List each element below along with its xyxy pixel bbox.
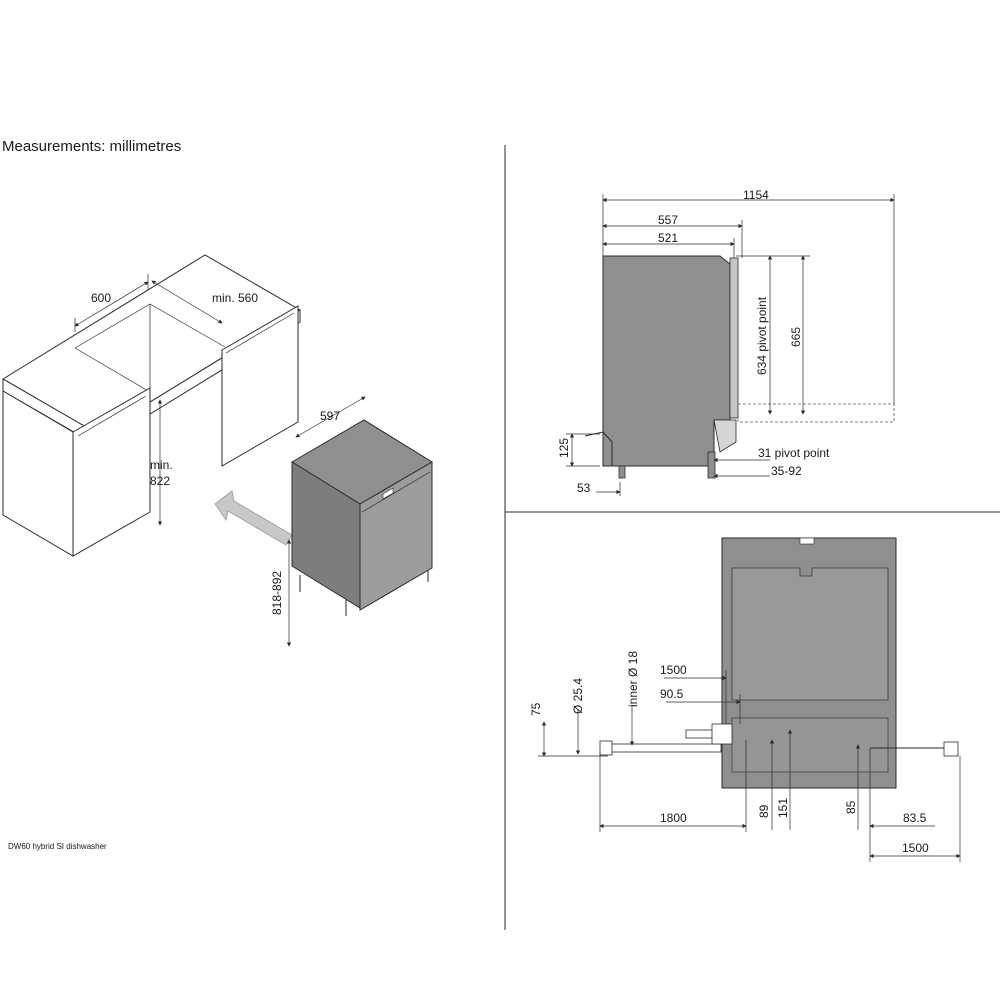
iso-dimensions [74, 274, 366, 647]
dim-offset-89: 89 [757, 804, 771, 818]
insert-arrow [214, 490, 293, 546]
dim-outer-diam: Ø 25.4 [571, 678, 585, 714]
hinge-bracket [713, 419, 737, 453]
dim-offset-151: 151 [776, 798, 790, 818]
rear-tub-outline [731, 567, 889, 701]
dim-pivot-634: 634 pivot point [755, 296, 769, 375]
dim-depth-557: 557 [658, 213, 678, 227]
left-cabinet [2, 387, 151, 557]
dim-height-665: 665 [789, 327, 803, 347]
dim-appliance-height: 818-892 [270, 571, 284, 615]
dim-appliance-depth: 597 [320, 409, 340, 423]
dim-height-75: 75 [529, 702, 543, 716]
side-feet [618, 451, 716, 479]
dim-cabinet-width: 600 [91, 291, 111, 305]
panel-dividers [504, 145, 1000, 930]
dim-offset-83-5: 83.5 [903, 811, 927, 825]
dim-offset-85: 85 [844, 800, 858, 814]
dim-cable-1500: 1500 [902, 841, 929, 855]
product-caption: DW60 hybrid SI dishwasher [8, 842, 107, 851]
dim-pivot-31: 31 pivot point [758, 446, 830, 460]
rear-view: 1500 90.5 inner Ø 18 Ø 25.4 75 1800 89 1… [529, 537, 961, 862]
side-dimensions [566, 194, 895, 496]
dim-total-depth: 1154 [743, 188, 769, 202]
isometric-view: 600 min. 560 min. 822 597 818-892 [2, 254, 433, 647]
rear-base-outline [731, 717, 889, 773]
dim-height-125: 125 [557, 438, 571, 458]
dim-range-35-92: 35-92 [771, 464, 802, 478]
drain-hose [599, 723, 733, 756]
side-view: 1154 557 521 634 pivot point 665 125 31 … [557, 188, 895, 496]
dim-inner-diam: inner Ø 18 [626, 651, 640, 707]
dim-cabinet-depth: min. 560 [212, 291, 258, 305]
dim-cabinet-height-line2: 822 [150, 474, 170, 488]
dim-hose-1800: 1800 [660, 811, 687, 825]
dim-cabinet-height-line1: min. [150, 458, 173, 472]
dishwasher-iso [291, 419, 433, 616]
dim-offset-90-5: 90.5 [660, 687, 684, 701]
dim-hose-1500-top: 1500 [660, 663, 687, 677]
door-open-dashed [737, 403, 895, 423]
units-note: Measurements: millimetres [2, 138, 182, 155]
door-side [729, 257, 739, 419]
dim-depth-521: 521 [658, 231, 678, 245]
rear-top-clip [799, 537, 815, 545]
dim-offset-53: 53 [577, 481, 591, 495]
cabinet-opening [74, 303, 226, 393]
rear-dimensions [538, 670, 961, 862]
power-cable [870, 741, 959, 757]
dishwasher-side-body [602, 255, 731, 467]
